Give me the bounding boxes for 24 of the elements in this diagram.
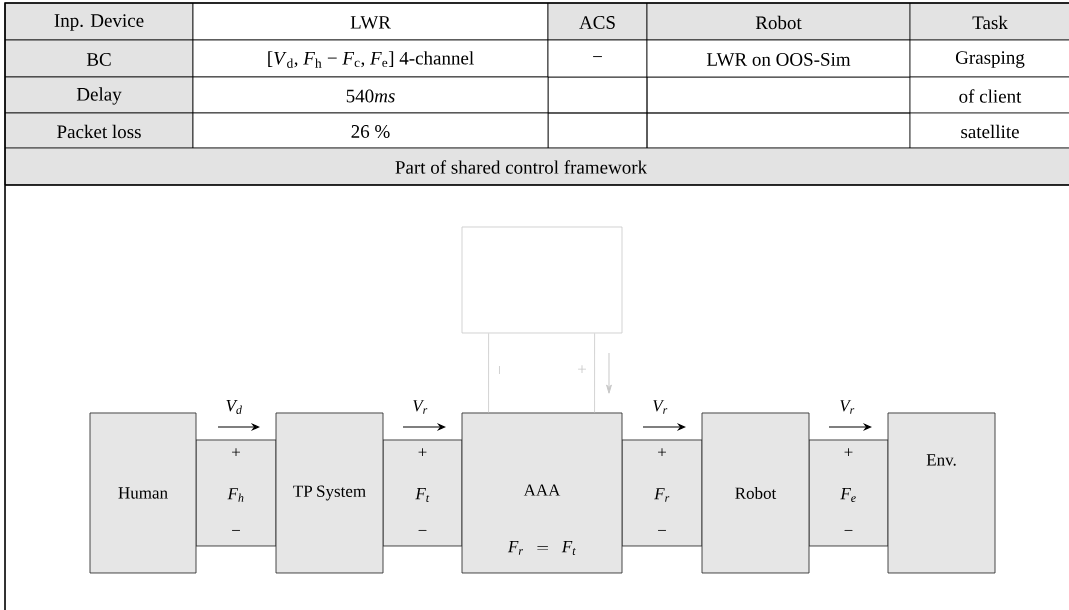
header-cell: Task [909,2,1069,41]
table-cell: Grasping [909,39,1069,78]
header-cell: BC [4,39,194,78]
port-band: + $F_r$ − [621,439,703,547]
flow-label: $V_r$ [840,400,855,414]
connector-line [594,333,595,413]
block-box: Human [89,412,197,574]
table-cell: satellite [909,112,1069,149]
empty-box [461,226,623,334]
sign-label: + [578,365,586,374]
header-cell: Packet loss [4,112,194,149]
table-cell: 26 % [192,112,549,149]
flow-label: $V_r$ [653,400,668,414]
port-band: + $F_h$ − [195,439,277,547]
table-cell: $540ms$ [192,76,549,114]
connector-line [488,333,489,413]
table-cell: of client [909,76,1069,114]
header-cell: Delay [4,76,194,114]
port-band: + $F_t$ − [382,439,463,547]
port-band: + $F_e$ − [808,439,889,547]
table-cell: − [547,39,648,78]
flow-label: $V_r$ [413,400,428,414]
sign-label: − [498,366,500,374]
flow-label: $V_d$ [226,400,242,414]
